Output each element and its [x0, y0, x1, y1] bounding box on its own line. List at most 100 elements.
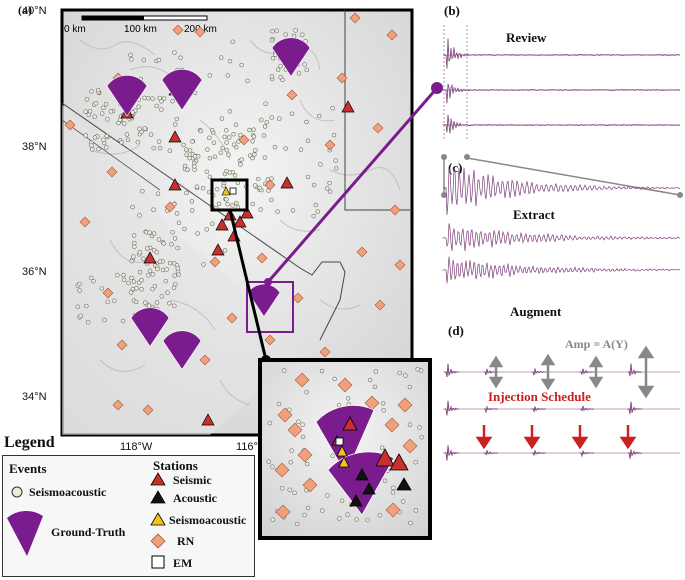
seismic-station	[168, 130, 182, 143]
event-dot	[126, 280, 131, 286]
event-dot	[189, 199, 195, 204]
zoom-seismoacoustic-1	[336, 445, 348, 457]
zoom-event-dot	[367, 377, 373, 383]
zoom-event-dot	[377, 512, 383, 518]
terrain-lowland	[62, 105, 300, 435]
event-dot	[245, 78, 250, 84]
event-dot	[250, 139, 255, 144]
event-dot	[221, 183, 226, 189]
event-dot	[270, 28, 275, 34]
event-dot	[89, 89, 94, 94]
event-dot	[101, 137, 106, 143]
scale-label-0: 0 km	[64, 24, 86, 35]
legend-acoustic-label: Acoustic	[173, 491, 217, 505]
zoom-event-dot	[288, 459, 293, 465]
zoom-rn-station	[337, 377, 353, 393]
event-dot	[128, 52, 133, 58]
event-dot	[130, 204, 135, 210]
event-dot	[125, 137, 131, 143]
event-dot	[232, 173, 238, 178]
zoom-rn-station	[297, 447, 313, 463]
zoom-event-dot	[418, 368, 424, 373]
event-dot	[121, 121, 127, 126]
zoom-event-dot	[287, 487, 292, 493]
event-dot	[175, 245, 180, 251]
event-dot	[83, 133, 88, 138]
seismic-station	[215, 218, 229, 231]
event-dot	[316, 113, 322, 119]
event-dot	[167, 300, 172, 306]
rn-station	[226, 312, 238, 324]
event-dot	[167, 260, 173, 266]
event-dot	[227, 58, 233, 64]
zoom-event-dot	[419, 434, 424, 440]
event-dot	[155, 266, 160, 272]
event-dot	[311, 213, 316, 219]
zoom-event-dot	[304, 389, 309, 395]
panel-label-a: (a)	[18, 3, 32, 17]
event-dot	[124, 132, 130, 137]
event-dot	[259, 117, 264, 123]
augment-burst	[627, 401, 643, 415]
rn-station	[264, 334, 276, 346]
event-dot	[142, 126, 148, 131]
rn-station	[372, 122, 384, 134]
event-dot	[231, 142, 237, 147]
event-dot	[181, 142, 186, 148]
legend-ground-truth-icon	[7, 510, 43, 556]
event-dot	[132, 240, 137, 246]
event-dot	[172, 50, 177, 55]
zoom-rn-station	[275, 504, 291, 520]
event-dot	[154, 300, 160, 305]
event-dot	[161, 241, 167, 246]
em-station-marker	[229, 187, 237, 195]
zoom-event-dot	[400, 499, 406, 504]
event-dot	[230, 39, 235, 45]
event-dot	[131, 279, 137, 284]
event-dot	[120, 318, 126, 324]
zoom-event-dot	[266, 459, 272, 464]
legend-box: Events Stations Seismoacoustic Ground-Tr…	[2, 455, 255, 577]
event-dot	[283, 32, 288, 37]
event-dot	[130, 286, 136, 292]
augment-burst	[444, 445, 460, 461]
zoom-event-dot	[270, 464, 275, 469]
event-dot	[272, 144, 278, 150]
event-dot	[157, 95, 162, 101]
event-dot	[262, 155, 268, 160]
zoom-event-dot	[300, 422, 305, 427]
event-dot	[269, 115, 274, 120]
event-dot	[219, 116, 225, 121]
event-dot	[251, 127, 256, 132]
zoom-event-dot	[408, 520, 413, 526]
injection-schedule-label: Injection Schedule	[488, 389, 591, 404]
legend-symbols	[7, 472, 166, 569]
event-dot	[253, 148, 258, 153]
event-dot	[105, 299, 110, 305]
rn-station	[292, 292, 304, 304]
event-dot	[194, 184, 200, 189]
rn-station	[199, 354, 211, 366]
event-dot	[142, 95, 147, 101]
zoom-event-dot	[413, 508, 419, 513]
augment-burst	[627, 363, 643, 377]
event-dot	[99, 286, 105, 291]
event-dot	[238, 132, 243, 138]
event-dot	[165, 290, 170, 295]
county-line	[61, 119, 161, 191]
event-dot	[93, 101, 99, 106]
rn-station	[394, 259, 406, 271]
rn-station	[336, 72, 348, 84]
zoom-event-dot	[365, 517, 370, 523]
review-trace-3	[442, 114, 681, 134]
event-dot	[220, 145, 225, 151]
zoom-event-dot	[302, 512, 307, 518]
zoom-event-dot	[279, 486, 285, 491]
zoom-event-dot	[372, 384, 378, 390]
ground-truth-event	[106, 74, 148, 117]
event-dot	[78, 313, 83, 319]
event-dot	[156, 237, 162, 242]
event-dot	[156, 57, 162, 63]
zoom-seismic-1	[342, 416, 358, 431]
